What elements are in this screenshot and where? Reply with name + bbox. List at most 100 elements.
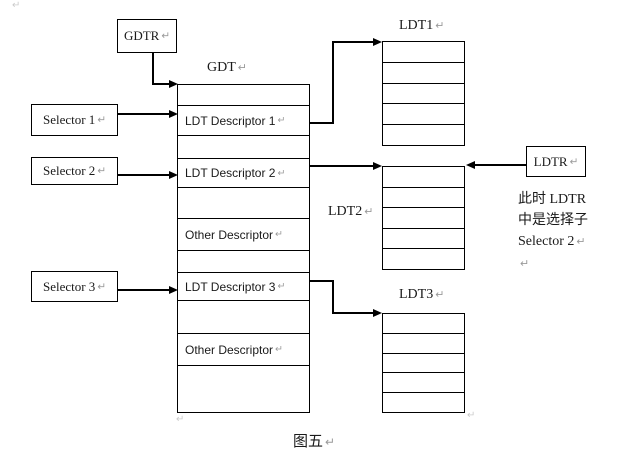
gdtr-connector-vertical	[152, 53, 154, 85]
ldt2-arrowhead-icon	[373, 162, 382, 170]
selector-2-arrow-line	[118, 174, 169, 176]
return-mark: ↵	[275, 229, 284, 240]
ldtr-arrowhead-icon	[466, 161, 475, 169]
ldtr-box: LDTR↵	[526, 146, 586, 177]
gdt-row-ldt-descriptor-1: LDT Descriptor 1↵	[178, 106, 309, 136]
gdt-to-ldt2-line	[310, 165, 373, 167]
ldt1-row	[383, 84, 464, 105]
ldt1-row	[383, 63, 464, 84]
return-mark: ↵	[275, 344, 284, 355]
gdt-row-empty	[178, 251, 309, 273]
gdt-row-empty	[178, 366, 309, 412]
ldt3-arrowhead-icon	[373, 309, 382, 317]
gdt-title-text: GDT	[207, 60, 236, 75]
gdt-table: LDT Descriptor 1↵ LDT Descriptor 2↵ Othe…	[177, 84, 310, 413]
annotation-line-2: 中是选择子	[518, 213, 588, 228]
ldtr-annotation: 此时 LDTR 中是选择子 Selector 2↵ ↵	[518, 189, 588, 275]
ldt3-table	[382, 313, 465, 413]
return-mark: ↵	[277, 281, 286, 292]
ldt1-table	[382, 41, 465, 146]
return-mark: ↵	[97, 281, 107, 293]
ldt2-row	[383, 229, 464, 250]
gdt-row-ldt-descriptor-2: LDT Descriptor 2↵	[178, 159, 309, 188]
row-label: LDT Descriptor 1	[185, 113, 276, 128]
figure-caption-text: 图五	[293, 434, 324, 450]
gdt-to-ldt3-top-line	[332, 312, 373, 314]
return-mark: ↵	[97, 166, 107, 177]
return-mark: ↵	[97, 115, 107, 126]
row-label: LDT Descriptor 2	[185, 166, 276, 180]
gdtr-arrowhead-icon	[169, 80, 178, 88]
ldtr-label: LDTR	[533, 153, 568, 169]
ldt1-arrowhead-icon	[373, 38, 382, 46]
return-mark: ↵	[161, 31, 171, 42]
ldt1-row	[383, 42, 464, 63]
gdt-row-empty	[178, 301, 309, 334]
ldt1-title: LDT1↵	[399, 18, 445, 34]
selector-1-arrow-line	[118, 113, 169, 115]
annotation-line-1: 此时 LDTR	[518, 192, 587, 207]
selector-3-label: Selector 3	[42, 278, 96, 294]
selector-3-arrow-line	[118, 289, 169, 291]
selector-3-box: Selector 3↵	[31, 271, 118, 302]
gdt-to-ldt1-top-line	[332, 41, 373, 43]
ldt2-row	[383, 188, 464, 209]
ldt1-row	[383, 104, 464, 126]
row-label: LDT Descriptor 3	[185, 279, 276, 294]
gdt-to-ldt3-exit-line	[310, 280, 333, 282]
ldt3-row	[383, 393, 464, 412]
ldt3-row	[383, 334, 464, 354]
selector-2-label: Selector 2	[42, 163, 96, 178]
selector-2-arrowhead-icon	[169, 171, 178, 179]
annotation-line-3-text: Selector 2	[518, 234, 575, 249]
gdt-row-other-descriptor: Other Descriptor↵	[178, 334, 309, 366]
gdt-row-ldt-descriptor-3: LDT Descriptor 3↵	[178, 273, 309, 301]
ldtr-arrow-line	[475, 164, 526, 166]
ldt3-title: LDT3↵	[399, 287, 445, 303]
ldt1-row	[383, 125, 464, 145]
gdtr-box: GDTR↵	[117, 19, 177, 53]
stray-mark-ldt3-bottom: ↵	[467, 410, 476, 421]
return-mark: ↵	[277, 167, 286, 179]
ldt2-row	[383, 167, 464, 188]
ldt3-row	[383, 354, 464, 374]
annotation-line-4: ↵	[518, 253, 588, 275]
figure-caption: 图五↵	[293, 430, 335, 451]
ldt2-title-text: LDT2	[328, 204, 363, 219]
gdt-title: GDT↵	[207, 60, 247, 76]
return-mark: ↵	[277, 115, 286, 126]
return-mark: ↵	[325, 435, 336, 449]
selector-3-arrowhead-icon	[169, 286, 178, 294]
row-label: Other Descriptor	[185, 342, 274, 357]
ldt1-title-text: LDT1	[399, 18, 434, 33]
gdt-to-ldt1-exit-line	[310, 122, 333, 124]
selector-2-box: Selector 2↵	[31, 157, 118, 185]
gdt-row-empty	[178, 136, 309, 159]
return-mark: ↵	[520, 258, 530, 270]
ldt2-table	[382, 166, 465, 270]
gdt-to-ldt3-vertical-line	[332, 280, 334, 314]
selector-1-box: Selector 1↵	[31, 104, 118, 136]
gdt-row-empty	[178, 188, 309, 219]
return-mark: ↵	[569, 156, 579, 168]
annotation-line-3: Selector 2↵	[518, 231, 588, 253]
ldt2-title: LDT2↵	[328, 204, 374, 220]
gdt-row-other-descriptor: Other Descriptor↵	[178, 219, 309, 251]
stray-mark-top-left: ↵	[12, 0, 21, 11]
return-mark: ↵	[435, 20, 445, 32]
return-mark: ↵	[237, 62, 248, 74]
ldt2-row	[383, 249, 464, 269]
ldt3-title-text: LDT3	[399, 287, 434, 302]
gdtr-connector-horizontal	[152, 83, 169, 85]
gdtr-label: GDTR	[123, 28, 160, 43]
row-label: Other Descriptor	[185, 227, 274, 242]
gdt-to-ldt1-vertical-line	[332, 41, 334, 124]
ldt3-row	[383, 373, 464, 394]
selector-1-arrowhead-icon	[169, 110, 178, 118]
stray-mark-gdt-bottom: ↵	[176, 414, 185, 425]
ldt3-row	[383, 314, 464, 334]
gdt-row-empty	[178, 85, 309, 106]
ldt2-row	[383, 208, 464, 229]
return-mark: ↵	[576, 236, 586, 248]
